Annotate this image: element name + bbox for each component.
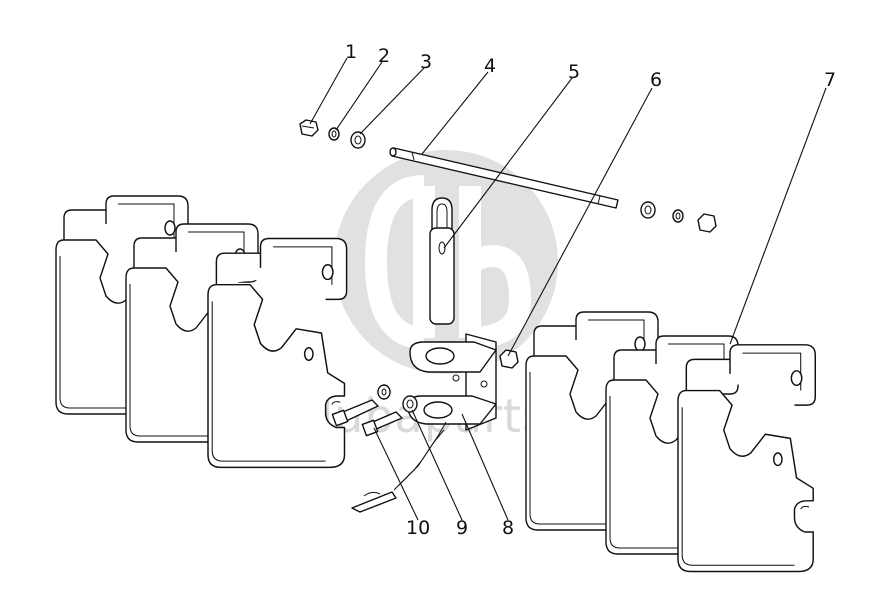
washer-3: [350, 131, 366, 149]
callout-8: 8: [502, 517, 514, 539]
lock-washer-right: [672, 209, 684, 223]
callout-9: 9: [456, 517, 468, 539]
callout-3: 3: [420, 51, 432, 73]
washer-right: [640, 201, 656, 219]
hardware-top-right: [640, 201, 717, 233]
weight-block-right-3: [677, 344, 817, 573]
callout-labels: 1 2 3 4 5 6 7 8 9 10: [345, 41, 836, 539]
nut-1: [299, 119, 319, 137]
callout-7: 7: [824, 69, 836, 91]
callout-1: 1: [345, 41, 357, 63]
hitch-bracket: [407, 333, 497, 431]
nut-6: [499, 349, 519, 369]
weight-block-left-3: [207, 237, 348, 469]
right-weight-stack: [525, 311, 817, 573]
leader-lines: [309, 57, 827, 521]
nut-right: [697, 213, 717, 233]
tie-rod: [389, 147, 619, 209]
lock-washer-2: [328, 127, 340, 141]
hardware-top-left: [299, 119, 366, 149]
callout-4: 4: [484, 55, 496, 77]
hitch-pin: [429, 197, 455, 325]
left-weight-stack: [55, 195, 348, 469]
callout-6: 6: [650, 69, 662, 91]
pins: [331, 384, 403, 437]
callout-2: 2: [378, 45, 390, 67]
washer-and-chain: [351, 395, 447, 513]
callout-10: 10: [406, 517, 430, 539]
callout-5: 5: [568, 61, 580, 83]
